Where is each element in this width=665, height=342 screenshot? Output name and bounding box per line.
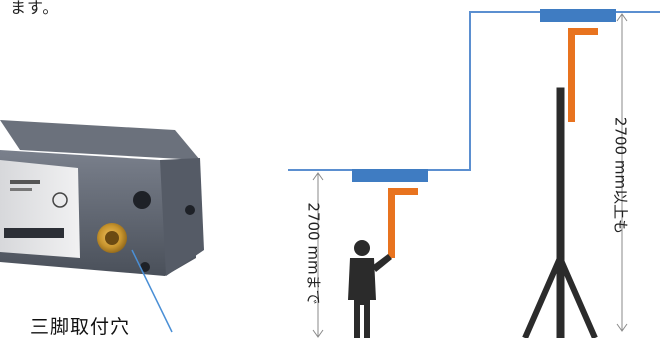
bracket-high xyxy=(568,28,598,122)
dimension-low xyxy=(312,172,324,338)
device-photo xyxy=(0,120,204,276)
height-high-label: 2700 mm以上も xyxy=(611,116,630,235)
ceiling-line xyxy=(288,11,660,171)
bracket-low xyxy=(388,188,418,258)
intro-text-fragment: ます。 xyxy=(10,0,60,17)
sensor-bar-low xyxy=(352,169,428,182)
leader-line xyxy=(131,249,173,333)
tripod-stand xyxy=(522,87,598,340)
tripod-mount-label: 三脚取付穴 xyxy=(30,316,131,338)
height-low-label: 2700 mmまで xyxy=(304,202,323,305)
sensor-bar-high xyxy=(540,9,616,22)
person-figure xyxy=(348,240,392,338)
dimension-high xyxy=(616,13,628,332)
